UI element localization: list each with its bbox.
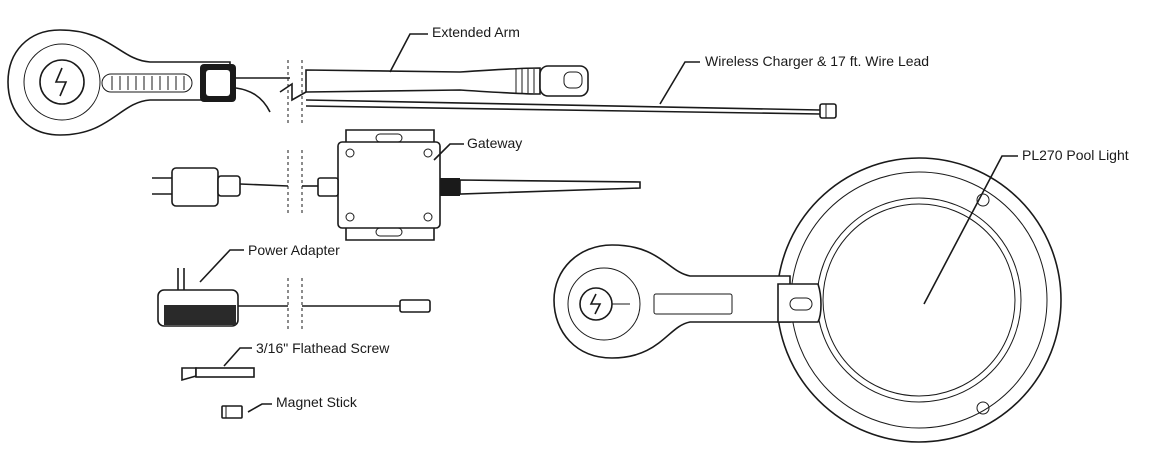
wire-lead [305,99,837,119]
gateway-plug [152,167,318,207]
wireless-charger [7,29,290,136]
break-marks [279,60,307,330]
extended-arm-label: Extended Arm [432,24,520,40]
power-adapter-label: Power Adapter [248,242,340,258]
charge-bolt-icon [54,67,68,97]
magnet-stick [221,405,243,419]
gateway [317,129,641,241]
magnet-stick-label: Magnet Stick [276,394,358,410]
flathead-screw [181,367,255,382]
wireless-charger-label: Wireless Charger & 17 ft. Wire Lead [705,53,929,69]
power-adapter [157,268,431,327]
pool-light-label: PL270 Pool Light [1022,147,1129,163]
extended-arm [305,65,589,97]
pool-light [553,157,1062,443]
flathead-screw-label: 3/16" Flathead Screw [256,340,390,356]
leader-lines [199,33,1018,413]
pool-light-bolt-icon [589,293,602,315]
gateway-label: Gateway [467,135,522,151]
